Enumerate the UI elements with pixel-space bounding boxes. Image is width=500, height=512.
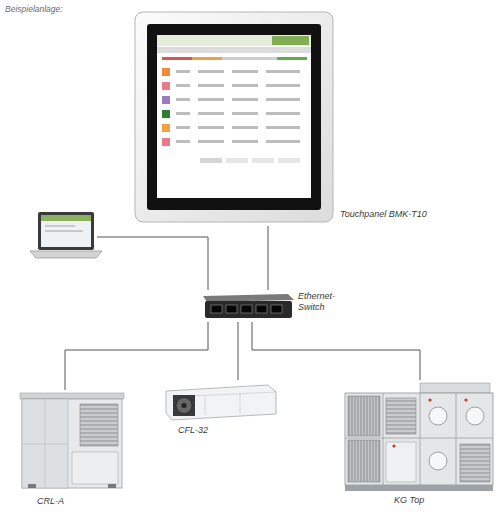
- network-cable: [252, 322, 420, 380]
- device-label: Touchpanel BMK-T10: [340, 209, 427, 220]
- crl-a-illustration: [20, 393, 124, 488]
- cfl-32-illustration: [166, 385, 276, 420]
- network-cable: [238, 322, 239, 380]
- network-cable: [65, 322, 208, 390]
- device-node: KG Top: [340, 380, 498, 509]
- kg-top-illustration: [345, 383, 493, 491]
- device-label: CRL-A: [37, 496, 64, 507]
- device-label: Ethernet- Switch: [298, 291, 348, 313]
- network-cable: [268, 226, 269, 290]
- laptop-cable: [97, 237, 208, 290]
- switch-node: Ethernet- Switch: [198, 290, 350, 322]
- device-node: CRL-A: [15, 390, 130, 509]
- device-label: CFL-32: [178, 425, 208, 436]
- device-node: CFL-32: [160, 380, 282, 440]
- caption-label: Beispielanlage:: [5, 4, 63, 14]
- switch-illustration: [203, 294, 294, 318]
- touchpanel-illustration: [135, 12, 333, 222]
- laptop-illustration: [30, 212, 102, 258]
- touchpanel-node: Touchpanel BMK-T10: [130, 8, 450, 226]
- device-label: KG Top: [394, 495, 424, 506]
